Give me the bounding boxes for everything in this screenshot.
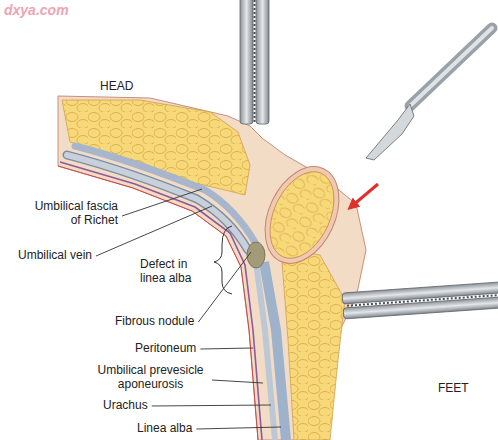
leader-line (152, 405, 271, 406)
part-label: Umbilical fascia of Richet (28, 200, 118, 228)
leader-line (200, 348, 253, 349)
part-label: Umbilical vein (18, 249, 92, 263)
leader-line (196, 427, 281, 429)
skin-tissue (58, 96, 366, 440)
excised-umbilicus (251, 155, 354, 275)
leader-lines (96, 189, 281, 429)
aponeurosis-band (256, 262, 275, 440)
bracket (214, 226, 232, 294)
leader-line (122, 189, 202, 216)
subcutaneous-fat (282, 250, 345, 440)
watermark: dxya.com (4, 2, 69, 18)
forceps (240, 0, 269, 124)
orientation-label: HEAD (100, 80, 133, 94)
clamp (342, 282, 498, 319)
fibrous-nodule (247, 242, 265, 268)
part-label: Linea alba (137, 422, 192, 436)
orientation-label: FEET (438, 382, 469, 396)
part-label: Fibrous nodule (115, 315, 194, 329)
part-label: Umbilical prevesicle aponeurosis (93, 364, 208, 392)
part-label: Urachus (103, 399, 148, 413)
part-label: Defect in linea alba (140, 258, 202, 286)
scalpel (366, 28, 492, 160)
part-label: Peritoneum (135, 342, 196, 356)
leader-line (212, 380, 263, 383)
leader-line (198, 252, 251, 322)
direction-arrow (352, 184, 378, 206)
